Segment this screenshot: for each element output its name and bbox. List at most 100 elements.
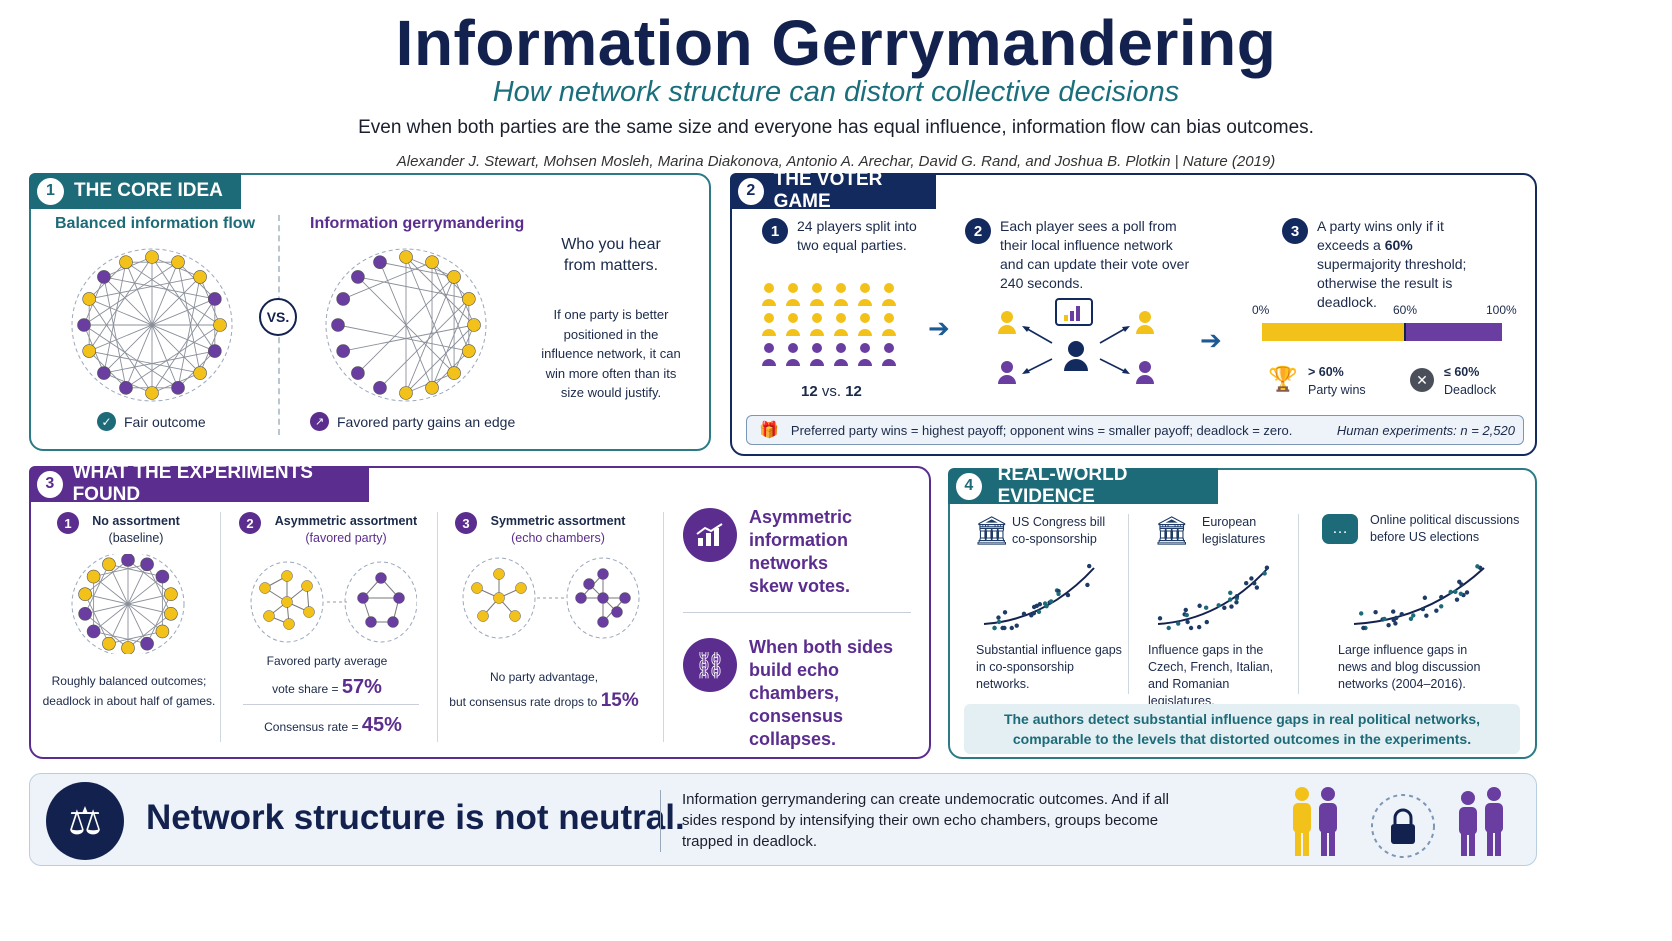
- case2-result: Favored party average vote share = 57%: [237, 648, 417, 702]
- scatter-point: [1188, 625, 1194, 631]
- network-edge: [88, 298, 153, 394]
- arrow-right-icon: ➔: [928, 313, 950, 343]
- case3-sub: (echo chambers): [511, 531, 605, 545]
- network-edge: [125, 324, 221, 389]
- player-icon-body: [786, 359, 800, 366]
- network-node: [82, 292, 96, 306]
- network-edge: [127, 613, 172, 649]
- scatter-point: [1453, 589, 1458, 595]
- scatter-point: [1216, 603, 1221, 608]
- network-node: [597, 616, 609, 628]
- network-edge: [103, 276, 127, 388]
- win-label: Party wins: [1308, 383, 1366, 397]
- case3-badge: 3: [455, 512, 477, 534]
- evidence2-title: European legislatures: [1202, 515, 1266, 546]
- step2-text: Each player sees a poll from their local…: [1000, 218, 1190, 291]
- balanced-label: Balanced information flow: [55, 215, 256, 232]
- evidence2-text: Influence gaps in the Czech, French, Ita…: [1148, 643, 1274, 708]
- network-node: [171, 381, 185, 395]
- who-title: Who you hear from matters.: [561, 236, 661, 274]
- network-node: [259, 582, 271, 594]
- player-icon: [860, 283, 870, 293]
- gift-icon: 🎁: [759, 422, 779, 439]
- player-icon-body: [834, 299, 848, 306]
- scatter-point: [1166, 625, 1171, 631]
- lock-ring: [1371, 794, 1435, 858]
- network-node: [193, 366, 207, 380]
- evidence1-text: Substantial influence gaps in co-sponsor…: [976, 643, 1122, 691]
- win-info: > 60% Party wins: [1308, 363, 1366, 399]
- bar-label-0: 0%: [1252, 303, 1270, 317]
- network-edge: [357, 276, 469, 300]
- case3-name: Symmetric assortment: [490, 514, 626, 528]
- case3-line1: No party advantage,: [489, 670, 599, 684]
- network-node: [155, 624, 170, 639]
- edge-outcome: ↗ Favored party gains an edge: [310, 412, 515, 431]
- scatter-point: [1197, 603, 1202, 608]
- scatter-point: [1439, 604, 1444, 609]
- scatter-point: [992, 625, 997, 631]
- network-node: [86, 569, 101, 584]
- step3-text: A party wins only if it exceeds a 60% su…: [1317, 217, 1487, 312]
- bar-label-100: 100%: [1486, 303, 1517, 317]
- evidence3-text: Large influence gaps in news and blog di…: [1338, 643, 1481, 691]
- network-node: [447, 270, 461, 284]
- player-icon-body: [834, 359, 848, 366]
- network-node: [78, 606, 92, 621]
- split-vs: vs.: [821, 383, 842, 400]
- scatter-point: [1439, 594, 1444, 600]
- case2-divider: [243, 704, 419, 705]
- divider: [437, 512, 438, 742]
- chat-icon: …: [1322, 514, 1358, 544]
- scatter-point: [1382, 616, 1387, 622]
- player-icon-body: [762, 359, 776, 366]
- network-node: [493, 592, 505, 604]
- evidence1-title: US Congress bill co-sponsorship: [1012, 515, 1106, 546]
- player-icon: [884, 283, 894, 293]
- scatter-point: [1361, 625, 1366, 631]
- player-icon: [764, 313, 774, 323]
- threshold-bar: [1262, 323, 1502, 341]
- section-number: 1: [37, 177, 64, 205]
- scales-icon: ⚖: [46, 782, 124, 860]
- network-node: [575, 592, 587, 604]
- network-node: [102, 636, 116, 651]
- network-edge: [84, 559, 129, 595]
- scatter-point: [1434, 608, 1439, 613]
- network-node: [281, 570, 293, 582]
- online-scatter: [1353, 564, 1485, 631]
- case2-badge: 2: [239, 512, 261, 534]
- player-icon-body: [810, 299, 824, 306]
- section-number: 4: [956, 472, 982, 500]
- network-node: [619, 592, 631, 604]
- no-assortment-network: [71, 554, 185, 654]
- consensus-label: Consensus rate =: [264, 720, 362, 734]
- evidence-panel: 4 REAL-WORLD EVIDENCE 🏛 US Congress bill…: [948, 464, 1537, 759]
- network-edge: [88, 256, 153, 352]
- network-node: [97, 366, 111, 380]
- step3-b: 60%: [1384, 237, 1413, 253]
- network-node: [121, 554, 135, 567]
- fair-outcome: ✓ Fair outcome: [97, 412, 206, 431]
- scatter-point: [1254, 585, 1260, 590]
- experiments-n: Human experiments: n = 2,520: [1336, 422, 1515, 438]
- player-icon-body: [762, 329, 776, 336]
- network-boundary: [71, 554, 185, 654]
- scatter-point: [1157, 616, 1163, 621]
- scatter-point: [1475, 564, 1480, 569]
- scatter-point: [1065, 592, 1071, 598]
- player-icon-body: [882, 329, 896, 336]
- network-node: [467, 318, 481, 332]
- case3-title: Symmetric assortment (echo chambers): [483, 513, 633, 547]
- scatter-point: [1411, 613, 1416, 618]
- network-node: [164, 606, 178, 621]
- scatter-point: [1448, 589, 1453, 595]
- scatter-point: [1249, 576, 1254, 581]
- scatter-point: [1185, 619, 1190, 625]
- trend-line: [1157, 567, 1269, 625]
- network-node: [303, 606, 315, 618]
- citation: Alexander J. Stewart, Mohsen Mosleh, Mar…: [396, 153, 1276, 170]
- player-icon: [812, 313, 822, 323]
- check-icon: ✓: [97, 412, 116, 431]
- network-edge: [337, 324, 469, 352]
